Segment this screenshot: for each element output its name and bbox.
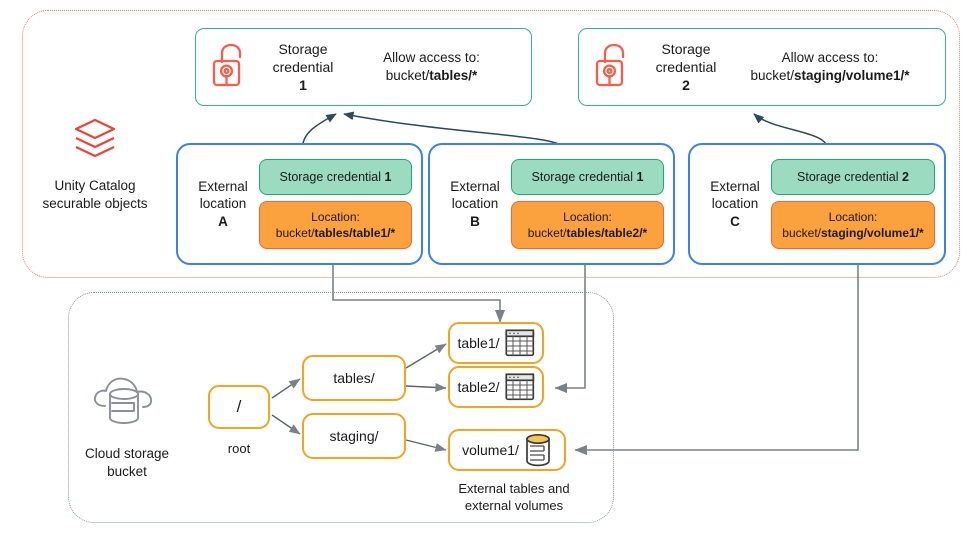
extloc-label-line1: External (450, 178, 500, 194)
database-cylinder-icon (524, 433, 552, 467)
credential-access-prefix: bucket/ (750, 68, 794, 83)
tree-node-table1-label: table1/ (457, 335, 500, 351)
external-location-label-b: External location B (439, 178, 511, 231)
tree-node-staging[interactable]: staging/ (302, 413, 406, 459)
location-chip-label: Location: (311, 209, 360, 224)
credential-access-path: tables/* (429, 68, 478, 83)
extloc-label-line2: location (451, 196, 499, 212)
tree-node-table2[interactable]: table2/ (448, 366, 544, 408)
external-location-stack-c: Storage credential 2 Location: bucket/st… (771, 158, 935, 250)
credential-access-prefix: bucket/ (385, 68, 430, 83)
tree-node-tables[interactable]: tables/ (302, 355, 406, 401)
external-location-label-a: External location A (187, 178, 259, 231)
databricks-logo-icon (20, 118, 170, 167)
open-padlock-icon (210, 42, 248, 93)
tree-node-volume1[interactable]: volume1/ (448, 429, 566, 471)
rail-unity-catalog: Unity Catalog securable objects (20, 118, 170, 213)
credential-chip-c[interactable]: Storage credential 2 (771, 158, 935, 195)
tree-node-root-label: / (236, 397, 242, 416)
credential-chip-prefix: Storage credential (531, 169, 637, 184)
cloud-database-icon (52, 370, 202, 435)
rail-cloud-storage-line2: bucket (107, 463, 147, 479)
rail-cloud-storage-line1: Cloud storage (84, 445, 170, 461)
external-location-stack-b: Storage credential 1 Location: bucket/ta… (511, 158, 664, 250)
tree-node-staging-label: staging/ (329, 428, 379, 444)
tree-leaf-caption-line1: External tables and (458, 481, 570, 496)
credential-access-label: Allow access to: (781, 49, 879, 65)
credential-title-line2: credential (272, 58, 334, 75)
location-chip-path: tables/table2/* (566, 226, 648, 240)
credential-chip-number: 1 (636, 169, 644, 184)
external-location-stack-a: Storage credential 1 Location: bucket/ta… (259, 158, 412, 250)
tree-leaf-caption-line2: external volumes (464, 498, 564, 514)
tree-leaf-caption: External tables and external volumes (428, 480, 600, 514)
extloc-name: A (218, 213, 228, 229)
location-chip-a[interactable]: Location: bucket/tables/table1/* (259, 200, 412, 250)
credential-access-2: Allow access to: bucket/staging/volume1/… (729, 49, 931, 85)
tree-root-caption: root (227, 441, 251, 456)
external-location-label-c: External location C (699, 178, 771, 231)
storage-credential-card-2[interactable]: Storage credential 2 Allow access to: bu… (578, 28, 946, 106)
extloc-name: B (470, 213, 480, 229)
credential-chip-b[interactable]: Storage credential 1 (511, 158, 664, 195)
tree-node-tables-label: tables/ (333, 370, 375, 386)
table-grid-icon (504, 373, 535, 401)
external-location-card-c[interactable]: External location C Storage credential 2… (688, 143, 946, 265)
credential-access-1: Allow access to: bucket/tables/* (346, 49, 517, 85)
edge-extloc-c-to-volume1 (574, 262, 859, 456)
storage-credential-card-1[interactable]: Storage credential 1 Allow access to: bu… (195, 28, 532, 106)
credential-title-2: Storage credential 2 (643, 40, 729, 95)
credential-access-label: Allow access to: (383, 49, 480, 65)
credential-chip-number: 1 (384, 169, 392, 184)
tree-node-table2-label: table2/ (457, 379, 500, 395)
location-chip-prefix: bucket/ (527, 226, 567, 240)
extloc-label-line1: External (198, 178, 248, 194)
credential-title-line2: credential (655, 58, 717, 75)
location-chip-path: tables/table1/* (314, 226, 396, 240)
credential-title-1: Storage credential 1 (260, 40, 346, 95)
credential-chip-prefix: Storage credential (279, 169, 385, 184)
open-padlock-icon (593, 42, 631, 93)
rail-unity-catalog-line1: Unity Catalog (54, 177, 136, 193)
location-chip-label: Location: (828, 209, 878, 224)
tree-node-root[interactable]: / (208, 385, 270, 429)
credential-access-path: staging/volume1/* (794, 68, 910, 83)
extloc-name: C (730, 213, 740, 229)
credential-number: 2 (682, 77, 690, 94)
credential-number: 1 (299, 77, 307, 94)
extloc-label-line2: location (199, 196, 247, 212)
location-chip-b[interactable]: Location: bucket/tables/table2/* (511, 200, 664, 250)
extloc-label-line2: location (711, 196, 759, 212)
tree-node-volume1-label: volume1/ (462, 442, 519, 458)
credential-chip-a[interactable]: Storage credential 1 (259, 158, 412, 195)
credential-chip-prefix: Storage credential (797, 169, 902, 184)
location-chip-prefix: bucket/ (275, 226, 315, 240)
credential-title-line1: Storage (661, 40, 711, 57)
external-location-card-a[interactable]: External location A Storage credential 1… (176, 143, 423, 265)
credential-title-line1: Storage (278, 40, 328, 57)
table-grid-icon (504, 329, 535, 357)
rail-cloud-storage: Cloud storage bucket (52, 370, 202, 481)
location-chip-path: staging/volume1/* (821, 226, 924, 240)
extloc-label-line1: External (710, 178, 760, 194)
external-location-card-b[interactable]: External location B Storage credential 1… (428, 143, 675, 265)
credential-chip-number: 2 (901, 169, 909, 184)
tree-node-table1[interactable]: table1/ (448, 322, 544, 364)
location-chip-label: Location: (563, 209, 612, 224)
rail-unity-catalog-line2: securable objects (42, 195, 148, 211)
location-chip-c[interactable]: Location: bucket/staging/volume1/* (771, 200, 935, 250)
location-chip-prefix: bucket/ (782, 226, 821, 240)
